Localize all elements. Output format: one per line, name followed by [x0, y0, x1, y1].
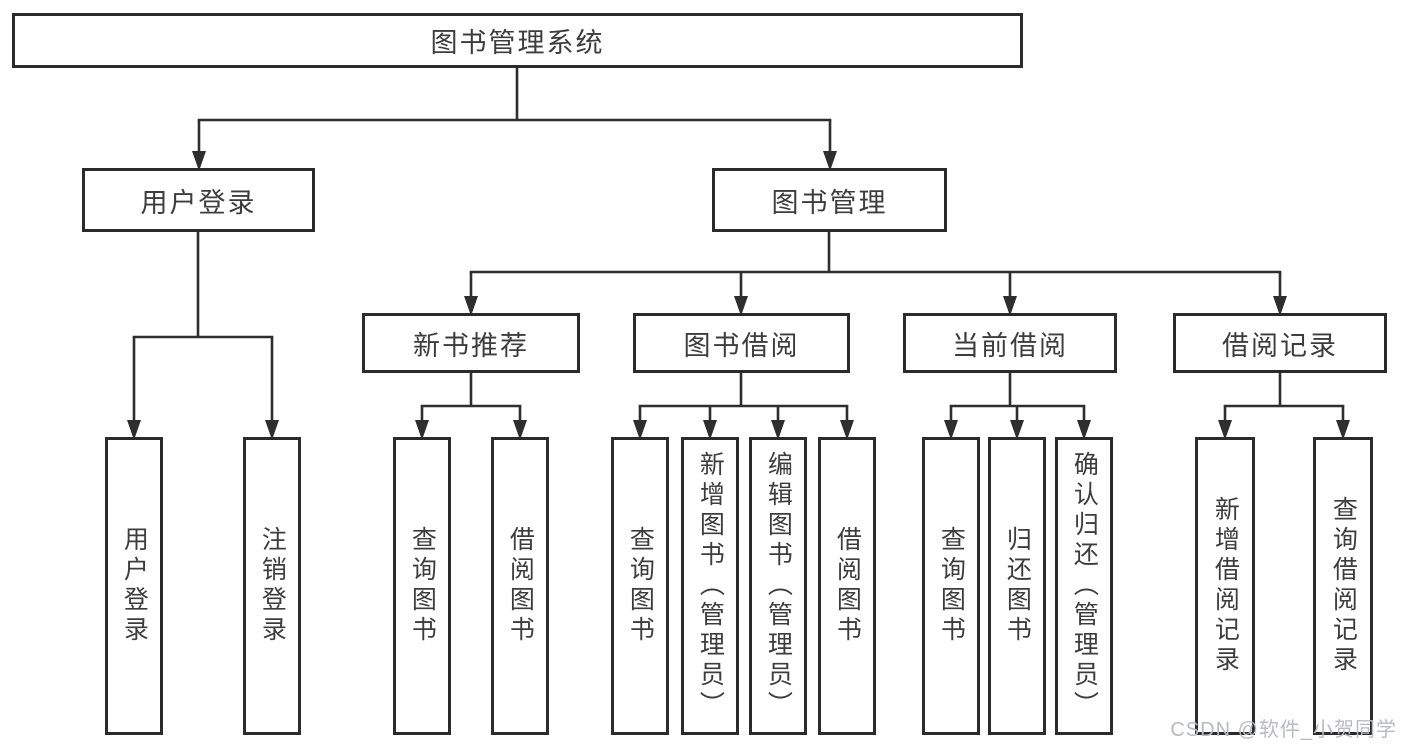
node-borrow-records: 借阅记录 — [1173, 313, 1387, 373]
node-leaf-query-books-borrow: 查询图书 — [611, 437, 669, 735]
node-new-book-recommend: 新书推荐 — [362, 313, 580, 373]
node-label: 借阅图书 — [833, 526, 862, 646]
node-leaf-return-book: 归还图书 — [988, 437, 1046, 735]
node-leaf-query-books-recommend: 查询图书 — [393, 437, 451, 735]
node-leaf-logout: 注销登录 — [243, 437, 301, 735]
node-label: 编辑图书（管理员） — [764, 451, 793, 721]
node-label: 新增借阅记录 — [1211, 496, 1240, 676]
node-book-management: 图书管理 — [712, 168, 947, 232]
node-label: 查询图书 — [937, 526, 966, 646]
node-label: 归还图书 — [1003, 526, 1032, 646]
node-book-borrow: 图书借阅 — [633, 313, 850, 373]
node-user-login: 用户登录 — [82, 168, 315, 232]
node-label: 用户登录 — [120, 526, 149, 646]
node-label: 查询图书 — [408, 526, 437, 646]
node-label: 查询图书 — [626, 526, 655, 646]
node-label: 注销登录 — [258, 526, 287, 646]
node-leaf-add-book-admin: 新增图书（管理员） — [681, 437, 739, 735]
node-current-borrow: 当前借阅 — [903, 313, 1117, 373]
node-leaf-query-books-current: 查询图书 — [922, 437, 980, 735]
node-leaf-add-borrow-record: 新增借阅记录 — [1195, 437, 1255, 735]
node-label: 借阅图书 — [506, 526, 535, 646]
node-root: 图书管理系统 — [12, 13, 1023, 68]
node-leaf-edit-book-admin: 编辑图书（管理员） — [749, 437, 807, 735]
node-leaf-borrow-books-recommend: 借阅图书 — [491, 437, 549, 735]
node-label: 确认归还（管理员） — [1070, 451, 1099, 721]
node-leaf-user-login: 用户登录 — [105, 437, 163, 735]
node-leaf-borrow-books: 借阅图书 — [818, 437, 876, 735]
csdn-watermark: CSDN @软件_小贺同学 — [1170, 719, 1397, 741]
node-label: 新增图书（管理员） — [696, 451, 725, 721]
node-label: 查询借阅记录 — [1329, 496, 1358, 676]
node-leaf-confirm-return-admin: 确认归还（管理员） — [1055, 437, 1113, 735]
node-leaf-query-borrow-record: 查询借阅记录 — [1313, 437, 1373, 735]
